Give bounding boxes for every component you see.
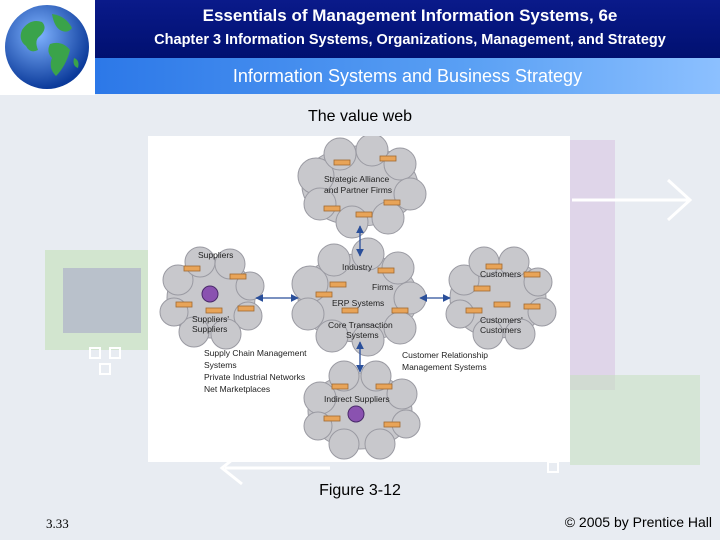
globe-logo	[0, 0, 95, 95]
label-strategic-2: and Partner Firms	[324, 185, 392, 195]
slide-header: Essentials of Management Information Sys…	[0, 0, 720, 58]
figure-caption: Figure 3-12	[319, 482, 401, 499]
label-customers2-2: Customers	[480, 325, 521, 335]
section-title: Information Systems and Business Strateg…	[232, 66, 583, 86]
label-suppliers2-1: Suppliers'	[192, 314, 229, 324]
label-core-2: Systems	[346, 330, 379, 340]
label-core-1: Core Transaction	[328, 320, 393, 330]
label-scm-2: Systems	[204, 360, 237, 370]
label-customers: Customers	[480, 269, 521, 279]
label-crm-2: Management Systems	[402, 362, 487, 372]
customers-cloud	[445, 246, 557, 350]
label-customers2-1: Customers'	[480, 315, 523, 325]
node-boxes	[175, 155, 541, 428]
slide-number: 3.33	[46, 516, 69, 531]
label-industry: Industry	[342, 262, 373, 272]
value-web-figure: Strategic Alliance and Partner Firms Ind…	[148, 133, 570, 462]
label-scm-4: Net Marketplaces	[204, 384, 270, 394]
indirect-suppliers-dot	[347, 405, 365, 423]
section-band	[95, 58, 720, 94]
label-suppliers: Suppliers	[198, 250, 233, 260]
label-strategic-1: Strategic Alliance	[324, 174, 389, 184]
suppliers-dot	[201, 285, 219, 303]
label-scm-1: Supply Chain Management	[204, 348, 307, 358]
label-suppliers2-2: Suppliers	[192, 324, 227, 334]
course-title: Essentials of Management Information Sys…	[202, 6, 618, 25]
copyright-notice: © 2005 by Prentice Hall	[564, 514, 712, 530]
label-indirect: Indirect Suppliers	[324, 394, 390, 404]
label-crm-1: Customer Relationship	[402, 350, 488, 360]
chapter-title: Chapter 3 Information Systems, Organizat…	[154, 32, 666, 48]
value-web-diagram: Strategic Alliance and Partner Firms Ind…	[159, 133, 557, 460]
globe-icon	[5, 5, 89, 89]
label-scm-3: Private Industrial Networks	[204, 372, 305, 382]
label-firms: Firms	[372, 282, 393, 292]
industry-cloud	[291, 237, 427, 357]
slide-subtitle: The value web	[307, 108, 413, 125]
label-erp: ERP Systems	[332, 298, 384, 308]
